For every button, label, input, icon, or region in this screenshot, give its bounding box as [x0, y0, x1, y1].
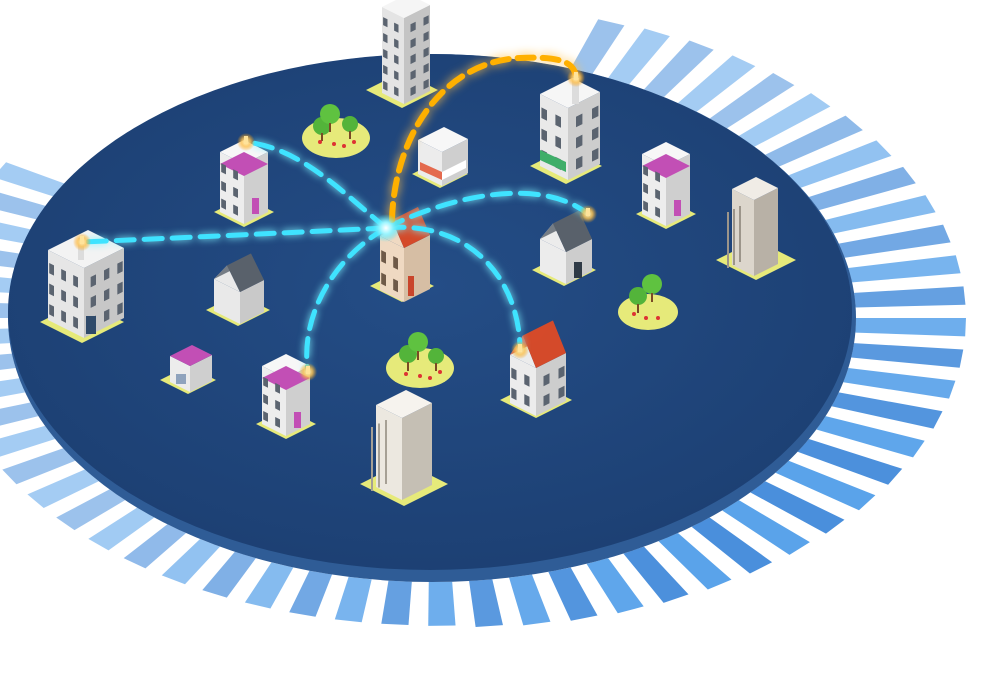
ray-segment: [586, 558, 644, 614]
office-tower-right: [716, 177, 796, 280]
ray-segment: [838, 224, 951, 258]
link-endpoint-antenna: [244, 136, 248, 144]
ray-segment: [644, 40, 714, 98]
park-top: [302, 104, 370, 158]
ray-segment: [0, 402, 39, 426]
ray-segment: [570, 19, 625, 74]
ray-segment: [808, 166, 916, 211]
office-tower-bottom: [360, 390, 448, 506]
link-to-factory-building: [389, 54, 579, 223]
ray-segment: [775, 460, 876, 511]
ray-segment: [548, 567, 598, 621]
link-to-gray-roof-house-right: [383, 190, 591, 231]
corner-shop: [412, 127, 468, 188]
ray-segment: [608, 28, 670, 85]
ray-segment: [848, 255, 961, 283]
ray-segment: [855, 318, 966, 337]
pink-townhouse-right: [636, 142, 696, 229]
ray-segment: [381, 580, 412, 626]
ray-segment: [0, 277, 13, 293]
park-right: [618, 274, 678, 330]
link-endpoint-antenna: [518, 344, 522, 352]
ray-segment: [56, 489, 126, 531]
link-to-red-roof-house: [383, 224, 523, 353]
ray-segment: [816, 416, 925, 458]
ray-segment: [334, 576, 372, 623]
ray-segment: [691, 517, 773, 574]
ray-segment: [509, 574, 551, 626]
central-relay-hub: [372, 214, 400, 242]
park-center: [386, 332, 454, 388]
ray-ring: [0, 19, 966, 628]
ray-segment: [0, 162, 67, 198]
gray-roof-house-left: [206, 253, 270, 326]
pink-townhouse-upper: [214, 140, 274, 227]
link-endpoint-antenna: [306, 366, 310, 374]
ray-segment: [722, 500, 810, 555]
ray-segment: [2, 448, 76, 485]
city-disc: [8, 54, 852, 570]
ray-segment: [623, 546, 689, 603]
link-endpoint-antenna: [586, 208, 590, 216]
ray-segment: [161, 538, 220, 585]
ray-segment: [750, 481, 845, 534]
ray-segment: [0, 192, 48, 220]
ray-segment: [843, 367, 956, 399]
ray-segment: [0, 378, 26, 397]
ray-segment: [658, 533, 732, 590]
link-to-hotel-left: [79, 225, 389, 245]
ray-segment: [0, 328, 10, 344]
ray-segment: [709, 73, 795, 129]
small-kiosk: [160, 345, 216, 394]
red-roof-house: [500, 320, 572, 418]
link-to-pink-townhouse-upper: [243, 139, 389, 231]
ray-segment: [765, 115, 863, 167]
ray-segment: [831, 392, 943, 429]
link-endpoint-antenna: [574, 72, 578, 80]
ray-segment: [797, 438, 903, 485]
factory-building: [530, 78, 602, 184]
ray-segment: [202, 551, 256, 598]
ray-segment: [738, 93, 831, 147]
ray-segment: [0, 425, 56, 457]
ray-segment: [677, 55, 756, 112]
link-to-pink-townhouse-lower: [304, 225, 389, 375]
ray-segment: [0, 353, 16, 370]
ray-segment: [289, 570, 333, 617]
ray-segment: [788, 140, 892, 188]
ray-segment: [27, 469, 99, 509]
ray-segment: [825, 195, 936, 234]
ray-segment: [851, 343, 964, 368]
link-endpoint-antenna: [80, 236, 84, 244]
pink-townhouse-lower: [256, 354, 316, 439]
ray-segment: [854, 286, 966, 308]
ray-segment: [428, 581, 456, 626]
ray-segment: [123, 524, 187, 569]
ray-segment: [244, 562, 294, 609]
ray-segment: [0, 222, 33, 244]
gray-roof-house-right: [532, 210, 596, 286]
white-highrise-top: [366, 0, 438, 108]
ray-segment: [88, 507, 155, 551]
ray-segment: [0, 303, 9, 318]
ray-segment: [469, 579, 503, 628]
